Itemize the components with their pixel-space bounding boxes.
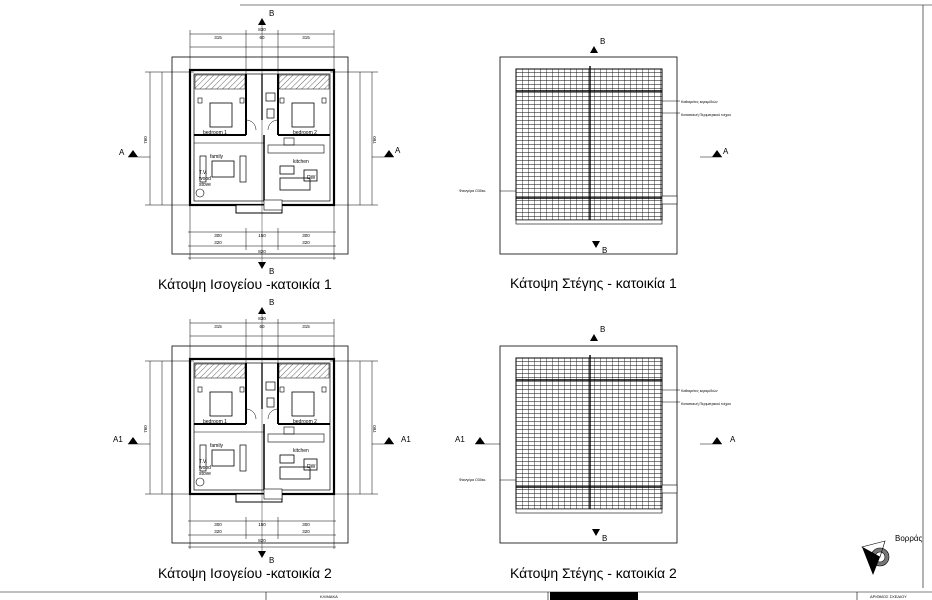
dim-top-right: 315 — [302, 324, 310, 329]
dim-top-mid: 60 — [259, 324, 265, 329]
dim-bottom-right: 300 — [302, 233, 310, 238]
caption-ground-floor-1: Κάτοψη Ισογείου -κατοικία 1 — [158, 276, 332, 292]
north-arrow-icon — [861, 540, 890, 575]
dim-left-total: 760 — [143, 136, 148, 144]
section-marker-b-top: B — [600, 325, 605, 334]
title-block-cell-1: ΚΛΙΜΑΚΑ — [320, 594, 338, 599]
section-arrow-b-top — [258, 18, 266, 25]
section-marker-a-right: A — [395, 146, 401, 155]
section-arrow-b-bottom — [258, 262, 266, 269]
caption-ground-floor-2: Κάτοψη Ισογείου -κατοικία 2 — [158, 565, 332, 581]
dim-right-total: 760 — [372, 136, 377, 144]
section-marker-a-left: A — [119, 148, 125, 157]
section-marker-b-bottom: B — [602, 246, 607, 255]
dim-right-total: 760 — [372, 425, 377, 433]
dim-bottom-mid: 150 — [258, 233, 266, 238]
title-block-fill — [550, 592, 638, 600]
title-block-cell-2: ΑΡΙΘΜΟΣ ΣΧΕΔΙΟΥ — [870, 594, 907, 599]
roof-label-pipe: Φαινγέρα Ο30εκ. — [459, 478, 486, 482]
caption-roof-1: Κάτοψη Στέγης - κατοικία 1 — [510, 275, 677, 291]
room-label-bedroom-1: bedroom 1 — [203, 419, 227, 425]
roof-label-edge: Καθαιρέτες κεραμιδιών — [681, 100, 718, 104]
room-label-tv: T.V. — [199, 170, 207, 176]
dim-top-left: 315 — [214, 35, 222, 40]
room-label-kitchen: kitchen — [293, 448, 309, 454]
section-arrow-a-right — [384, 150, 394, 157]
section-arrow-a-left — [128, 150, 138, 157]
dim-bottom-right: 300 — [302, 522, 310, 527]
section-marker-a1-left: A1 — [113, 435, 123, 444]
dim-bottom-sub-left: 320 — [214, 240, 222, 245]
room-label-kitchen: kitchen — [293, 159, 309, 165]
roof-label-gutter: Κατασκευή Περιμετρικού τοίχου — [681, 402, 731, 406]
dim-bottom-sub-right: 320 — [302, 529, 310, 534]
room-label-bedroom-2: bedroom 2 — [293, 130, 317, 136]
caption-roof-2: Κάτοψη Στέγης - κατοικία 2 — [510, 565, 677, 581]
room-label-bedroom-2: bedroom 2 — [293, 419, 317, 425]
room-label-family: family — [210, 443, 224, 449]
section-marker-b-top: B — [269, 9, 274, 18]
dim-bottom-sub-right: 320 — [302, 240, 310, 245]
dim-top-total: 830 — [258, 316, 266, 321]
dim-bottom-total: 820 — [258, 249, 266, 254]
section-marker-a1-right: A1 — [401, 435, 411, 444]
section-marker-a-right: A — [730, 435, 736, 444]
section-marker-b-bottom: B — [602, 534, 607, 543]
roof-label-gutter: Κατασκευή Περιμετρικού τοίχου — [681, 113, 731, 117]
appliance-label-dw: DW — [307, 175, 316, 181]
dim-top-total: 830 — [258, 27, 266, 32]
room-label-wood: wood — [199, 465, 211, 471]
dim-bottom-sub-left: 320 — [214, 529, 222, 534]
section-marker-b-bottom: B — [269, 267, 274, 276]
north-label: Βορράς — [895, 534, 923, 543]
room-label-stove: stove — [199, 182, 211, 188]
dim-bottom-left: 300 — [214, 522, 222, 527]
roof-plan-1: Καθαιρέτες κεραμιδιών Κατασκευή Περιμετρ… — [459, 37, 731, 255]
section-marker-a-right: A — [723, 147, 729, 156]
dim-bottom-left: 300 — [214, 233, 222, 238]
dim-left-total: 760 — [143, 425, 148, 433]
room-label-wood: wood — [199, 176, 211, 182]
room-label-family: family — [210, 154, 224, 160]
room-label-bedroom-1: bedroom 1 — [203, 130, 227, 136]
roof-label-pipe: Φαινγέρα Ο30εκ. — [459, 189, 486, 193]
section-marker-b-bottom: B — [269, 556, 274, 565]
room-label-stove: stove — [199, 471, 211, 477]
section-marker-b-top: B — [600, 37, 605, 46]
section-marker-b-top: B — [269, 298, 274, 307]
dim-bottom-mid: 150 — [258, 522, 266, 527]
ground-floor-plan-1: 315 60 315 830 300 150 300 320 320 820 7… — [119, 9, 401, 276]
dim-top-right: 315 — [302, 35, 310, 40]
roof-label-edge: Καθαιρέτες κεραμιδιών — [681, 389, 718, 393]
dim-top-left: 315 — [214, 324, 222, 329]
section-marker-a1-left: A1 — [455, 435, 465, 444]
roof-plan-2: Καθαιρέτες κεραμιδιών Κατασκευή Περιμετρ… — [455, 325, 736, 544]
ground-floor-plan-2: 315 60 315 830 300 150 300 320 320 820 7… — [113, 298, 411, 565]
room-label-tv: T.V. — [199, 459, 207, 465]
dim-bottom-total: 820 — [258, 538, 266, 543]
dim-top-mid: 60 — [259, 35, 265, 40]
appliance-label-dw: DW — [307, 464, 316, 470]
